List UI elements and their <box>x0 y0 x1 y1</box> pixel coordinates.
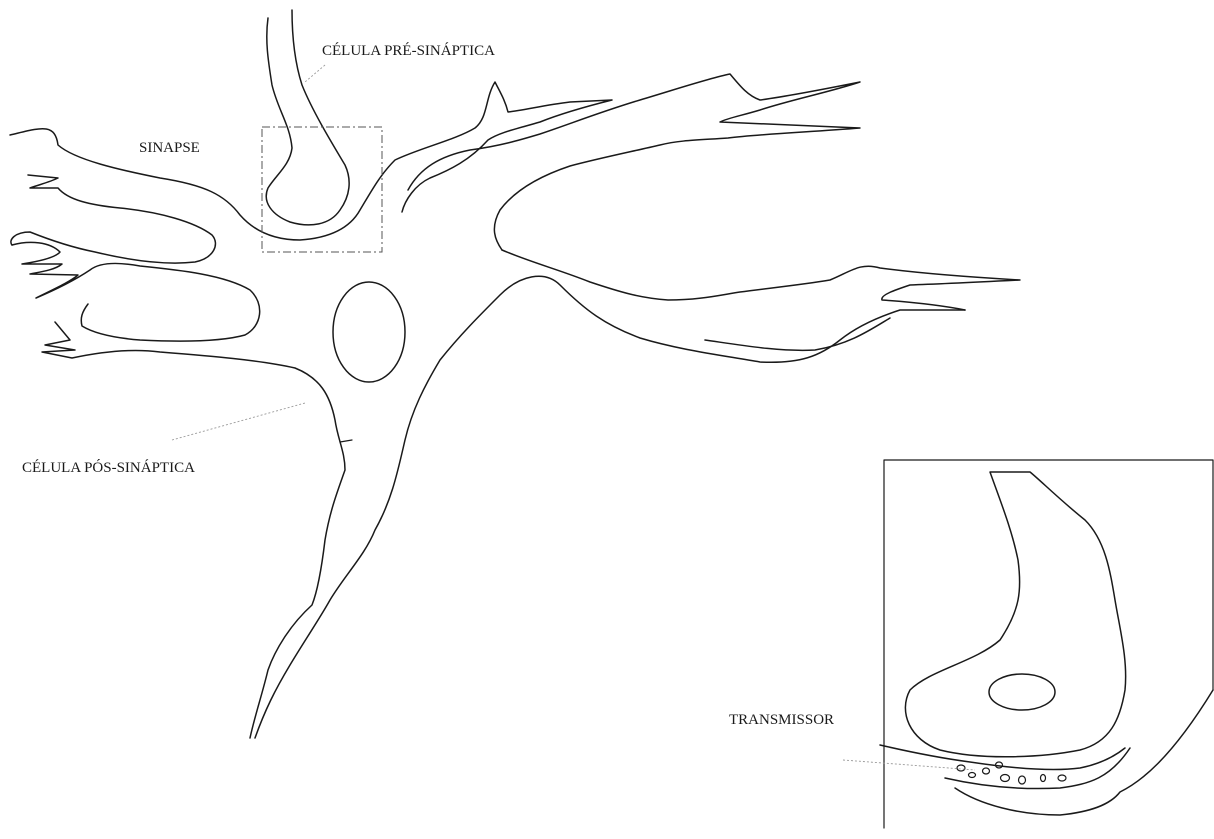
label-transmitter: TRANSMISSOR <box>729 712 834 728</box>
leader-transmitter <box>843 760 975 770</box>
axon-spine <box>340 440 352 442</box>
post-synaptic-neuron <box>10 74 1020 738</box>
vesicle <box>983 768 990 774</box>
lower-left-dendrite <box>42 322 345 738</box>
vesicle <box>1019 776 1026 784</box>
leader-pre-synaptic <box>305 65 325 82</box>
inset-postsynaptic-membrane <box>945 690 1213 815</box>
inset-frame <box>884 460 1213 828</box>
vesicle <box>969 773 976 778</box>
vesicle <box>1001 775 1010 782</box>
upper-right-dendrite <box>408 74 860 250</box>
upper-left-dendrite-bottom <box>11 175 216 263</box>
axon-right-edge <box>255 276 965 738</box>
label-post-synaptic-cell: CÉLULA PÓS-SINÁPTICA <box>22 459 195 476</box>
middle-left-dendrite <box>12 242 260 341</box>
transmitter-vesicles <box>957 762 1066 784</box>
vesicle <box>1058 775 1066 781</box>
leader-post-synaptic <box>172 403 305 440</box>
right-dendrite-upper <box>502 250 1020 310</box>
synapse-inset <box>880 460 1213 828</box>
label-synapse: SINAPSE <box>139 140 200 156</box>
vesicle <box>1041 775 1046 782</box>
label-pre-synaptic-cell: CÉLULA PRÉ-SINÁPTICA <box>322 42 495 59</box>
main-cell-nucleus <box>333 282 405 382</box>
inset-presynaptic-terminal <box>905 472 1125 757</box>
synapse-region-box <box>262 127 382 252</box>
inset-nucleus <box>989 674 1055 710</box>
vesicle <box>957 765 965 771</box>
right-dendrite-lower <box>705 318 890 350</box>
